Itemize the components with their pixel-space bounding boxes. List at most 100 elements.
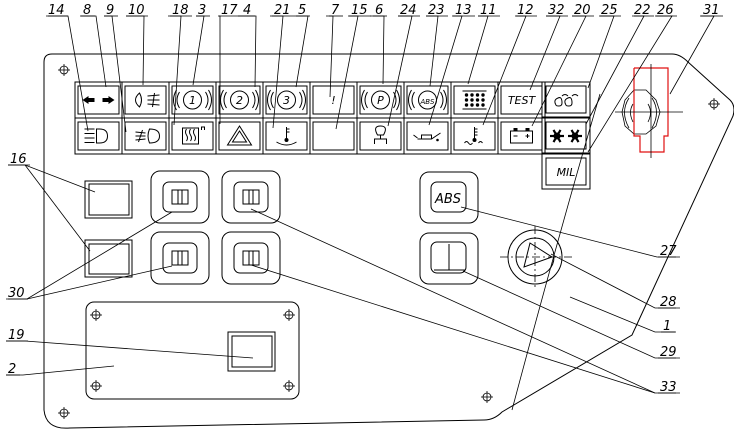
indicator-lamp-22 bbox=[541, 117, 591, 154]
indicator-lamp-12 bbox=[450, 117, 499, 155]
callout-29: 29 bbox=[660, 345, 677, 360]
indicator-lamp-5: 3 bbox=[262, 81, 311, 119]
svg-text:!: ! bbox=[331, 94, 335, 107]
indicator-lamp-18 bbox=[168, 117, 217, 155]
callout-2: 2 bbox=[8, 362, 16, 377]
callout-6: 6 bbox=[375, 3, 383, 18]
callout-26: 26 bbox=[657, 3, 674, 18]
switch-29[interactable] bbox=[419, 232, 479, 285]
ignition-key-outline bbox=[633, 67, 669, 153]
callout-25: 25 bbox=[601, 3, 618, 18]
callout-4: 4 bbox=[243, 3, 251, 18]
glow-plug-icon bbox=[554, 94, 579, 107]
callout-17: 17 bbox=[221, 3, 238, 18]
callout-33: 33 bbox=[660, 380, 677, 395]
panel-fold-line bbox=[511, 93, 601, 411]
indicator-lamp-20 bbox=[497, 117, 546, 155]
indicator-lamp-7: ! bbox=[309, 81, 358, 119]
horn-button[interactable] bbox=[500, 226, 572, 288]
callout-16: 16 bbox=[10, 152, 27, 167]
callout-23: 23 bbox=[428, 3, 445, 18]
indicator-lamp-block: 1 2 3! P ABS TEST bbox=[74, 81, 546, 155]
rocker-switch[interactable] bbox=[221, 231, 281, 285]
callout-32: 32 bbox=[548, 3, 565, 18]
callout-27: 27 bbox=[660, 244, 677, 259]
callout-20: 20 bbox=[574, 3, 591, 18]
brake-circuit-1-icon: 1 bbox=[173, 89, 212, 111]
indicator-lamp-17 bbox=[215, 117, 264, 155]
abs-switch-label: ABS bbox=[434, 192, 461, 207]
callout-11: 11 bbox=[480, 3, 497, 18]
mounting-hole-icon bbox=[283, 309, 295, 321]
leader-lines bbox=[6, 15, 715, 394]
indicator-lamp-13 bbox=[403, 117, 452, 155]
svg-text:ABS: ABS bbox=[419, 98, 435, 106]
indicator-lamp-9 bbox=[121, 117, 170, 155]
indicator-lamp-6: P bbox=[356, 81, 405, 119]
callout-7: 7 bbox=[331, 3, 340, 18]
mounting-holes bbox=[58, 64, 720, 419]
indicator-lamp-25 bbox=[541, 81, 591, 118]
callout-5: 5 bbox=[298, 3, 306, 18]
indicator-lamp-26: MIL bbox=[541, 153, 591, 190]
indicator-lamp-32: TEST bbox=[497, 81, 546, 119]
svg-text:TEST: TEST bbox=[508, 94, 537, 107]
abs-warning-icon: ABS bbox=[408, 89, 447, 111]
dot-matrix-icon bbox=[462, 90, 487, 110]
work-lights-icon bbox=[550, 129, 582, 143]
mounting-hole-icon bbox=[58, 407, 70, 419]
lamp-16-upper bbox=[84, 180, 133, 219]
driver-seat-icon bbox=[374, 125, 387, 144]
mounting-hole-icon bbox=[283, 380, 295, 392]
svg-text:2: 2 bbox=[236, 94, 243, 107]
callout-21: 21 bbox=[274, 3, 291, 18]
coolant-level-icon bbox=[276, 127, 297, 146]
indicator-lamp-21 bbox=[262, 117, 311, 155]
callout-8: 8 bbox=[83, 3, 91, 18]
parking-brake-icon: P bbox=[361, 89, 400, 111]
indicator-lamp-4: 2 bbox=[215, 81, 264, 119]
sub-plate bbox=[85, 301, 300, 400]
callout-13: 13 bbox=[455, 3, 472, 18]
indicator-lamp-15 bbox=[309, 117, 358, 155]
callout-24: 24 bbox=[400, 3, 417, 18]
heater-icon bbox=[182, 126, 205, 145]
rocker-switch[interactable] bbox=[221, 170, 281, 224]
callout-22: 22 bbox=[634, 3, 651, 18]
indicator-lamp-23: ABS bbox=[403, 81, 452, 119]
battery-icon bbox=[510, 128, 533, 144]
low-beam-icon bbox=[135, 92, 160, 108]
indicator-lamp-8 bbox=[74, 81, 123, 119]
ignition-switch[interactable] bbox=[615, 64, 683, 158]
callout-12: 12 bbox=[517, 3, 534, 18]
mounting-hole-icon bbox=[90, 309, 102, 321]
callout-30: 30 bbox=[8, 286, 25, 301]
indicator-lamp-14 bbox=[74, 117, 123, 155]
coolant-temperature-icon bbox=[464, 127, 483, 145]
rocker-switch[interactable] bbox=[150, 170, 210, 224]
test-icon: TEST bbox=[508, 94, 537, 107]
oil-pressure-icon bbox=[413, 132, 441, 142]
callout-14: 14 bbox=[48, 3, 65, 18]
callout-1: 1 bbox=[663, 319, 671, 334]
indicator-lamp-24 bbox=[356, 117, 405, 155]
high-beam-icon bbox=[84, 128, 109, 144]
indicator-lamp-10 bbox=[121, 81, 170, 119]
rocker-switch[interactable] bbox=[150, 231, 210, 285]
svg-text:P: P bbox=[377, 94, 384, 107]
mounting-hole-icon bbox=[708, 98, 720, 110]
mounting-hole-icon bbox=[481, 391, 493, 403]
lamp-16-lower bbox=[84, 239, 133, 278]
mounting-hole-icon bbox=[90, 380, 102, 392]
warning-exclamation-icon: ! bbox=[331, 94, 335, 107]
brake-circuit-3-icon: 3 bbox=[267, 89, 306, 111]
callout-15: 15 bbox=[351, 3, 368, 18]
right-indicator-column: MIL bbox=[541, 81, 591, 190]
abs-switch[interactable]: ABS bbox=[419, 171, 479, 224]
svg-text:MIL: MIL bbox=[557, 166, 576, 179]
callout-28: 28 bbox=[660, 295, 677, 310]
switch-19[interactable] bbox=[227, 331, 276, 372]
fog-light-icon bbox=[135, 128, 161, 144]
